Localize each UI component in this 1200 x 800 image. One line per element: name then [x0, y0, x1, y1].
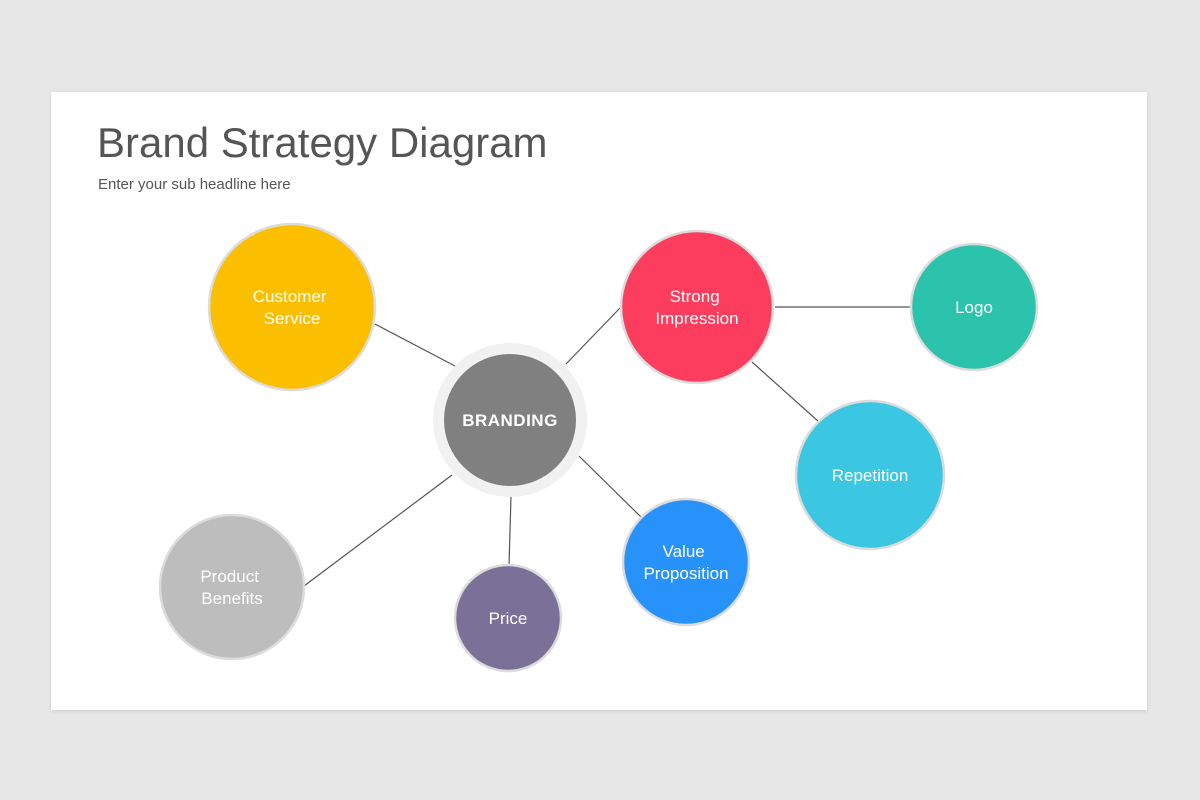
- node-product-benefits-label-line-2: Benefits: [201, 589, 262, 608]
- node-strong-impression-circle: [619, 229, 775, 385]
- node-strong-impression-label-line-1: Strong: [670, 287, 720, 306]
- center-node-branding[interactable]: BRANDING: [433, 343, 587, 497]
- node-value-proposition-circle: [621, 497, 751, 627]
- node-repetition[interactable]: Repetition: [794, 399, 946, 551]
- node-value-proposition-label-line-2: Proposition: [643, 564, 728, 583]
- node-strong-impression[interactable]: Strong Impression: [619, 229, 775, 385]
- page-title: Brand Strategy Diagram: [97, 119, 548, 166]
- center-node-label: BRANDING: [462, 411, 558, 430]
- node-product-benefits-circle: [158, 513, 306, 661]
- node-price[interactable]: Price: [453, 563, 563, 673]
- node-customer-service-label-line-2: Service: [264, 309, 321, 328]
- node-logo-label: Logo: [955, 298, 993, 317]
- page-subtitle: Enter your sub headline here: [98, 176, 291, 193]
- connector-branding-product-benefits: [303, 474, 453, 587]
- node-strong-impression-label: Strong Impression: [655, 287, 738, 328]
- node-value-proposition-label-line-1: Value: [663, 542, 705, 561]
- node-product-benefits[interactable]: Product Benefits: [158, 513, 306, 661]
- node-customer-service-circle: [207, 222, 377, 392]
- node-value-proposition-label: Value Proposition: [643, 542, 728, 583]
- node-customer-service[interactable]: Customer Service: [207, 222, 377, 392]
- connectors: [303, 306, 911, 587]
- node-price-label-line-1: Price: [489, 609, 528, 628]
- node-product-benefits-label: Product Benefits: [200, 567, 263, 608]
- node-repetition-label: Repetition: [832, 466, 909, 485]
- node-repetition-circle: [794, 399, 946, 551]
- node-price-circle: [453, 563, 563, 673]
- connector-branding-value-proposition: [578, 455, 642, 518]
- connector-strong-impression-repetition: [751, 361, 820, 423]
- node-product-benefits-label-line-1: Product: [200, 567, 259, 586]
- node-strong-impression-label-line-2: Impression: [655, 309, 738, 328]
- connector-branding-strong-impression: [565, 307, 621, 365]
- node-logo-circle: [909, 242, 1039, 372]
- node-customer-service-label: Customer Service: [253, 287, 331, 328]
- node-customer-service-label-line-1: Customer: [253, 287, 327, 306]
- connector-branding-price: [508, 495, 512, 567]
- node-repetition-label-line-1: Repetition: [832, 466, 909, 485]
- center-node-circle: [444, 354, 576, 486]
- node-logo-label-line-1: Logo: [955, 298, 993, 317]
- node-logo[interactable]: Logo: [909, 242, 1039, 372]
- connector-branding-customer-service: [374, 323, 456, 367]
- node-value-proposition[interactable]: Value Proposition: [621, 497, 751, 627]
- node-price-label: Price: [489, 609, 528, 628]
